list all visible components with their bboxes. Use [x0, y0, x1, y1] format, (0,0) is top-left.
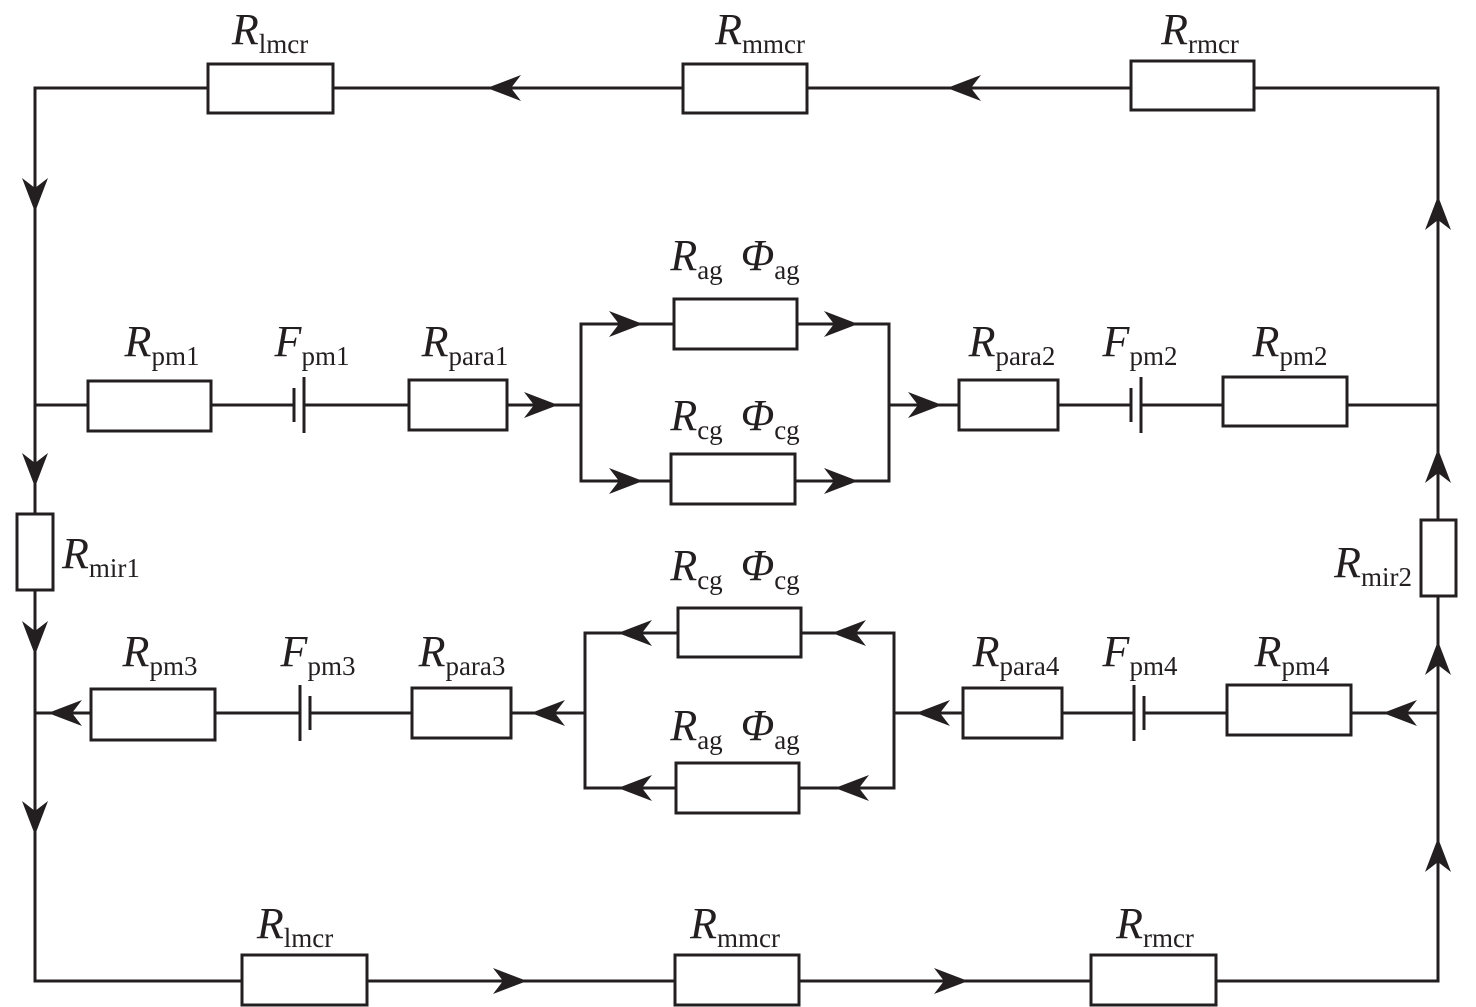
arrow-down-icon	[22, 801, 48, 835]
wire-segment	[1214, 86, 1440, 983]
arrow-left-icon	[487, 75, 521, 101]
arrow-up-icon	[1425, 449, 1451, 483]
label-bot-rmcr: Rrmcr	[1115, 899, 1194, 953]
resistor-bot-rmcr	[1089, 953, 1218, 1007]
mmf-source-fpm4	[1132, 685, 1146, 741]
label-mir1: Rmir1	[61, 529, 140, 583]
arrow-left-icon	[618, 775, 652, 801]
resistor-cg-upper	[669, 452, 797, 506]
resistor-para1	[407, 378, 509, 432]
wire-segment	[797, 631, 896, 790]
resistor-bot-lmcr	[240, 953, 369, 1007]
label-pm4: Rpm4	[1254, 627, 1330, 681]
resistor-top-mmcr	[681, 62, 809, 115]
arrow-left-icon	[618, 620, 652, 646]
arrow-right-icon	[493, 968, 527, 994]
label-bot-mmcr: Rmmcr	[689, 899, 780, 953]
arrow-right-icon	[824, 311, 858, 337]
arrow-right-icon	[609, 468, 643, 494]
resistor-top-rmcr	[1129, 59, 1256, 112]
resistor-ag-upper	[672, 297, 799, 351]
label-bot-lmcr: Rlmcr	[256, 899, 333, 953]
resistor-ag-lower	[674, 761, 801, 815]
arrow-right-icon	[524, 392, 558, 418]
resistor-para4	[961, 686, 1064, 740]
arrow-down-icon	[22, 178, 48, 212]
label-pm1: Rpm1	[124, 317, 200, 371]
wire-segment	[33, 86, 210, 982]
arrow-right-icon	[824, 468, 858, 494]
label-para4: Rpara4	[972, 627, 1060, 681]
label-pm2: Rpm2	[1252, 317, 1328, 371]
wire-segment	[583, 631, 678, 790]
mmf-sources	[292, 377, 1146, 741]
label-fpm3: Fpm3	[280, 627, 356, 681]
label-fpm4: Fpm4	[1102, 627, 1178, 681]
arrow-right-icon	[908, 392, 942, 418]
arrow-left-icon	[947, 75, 981, 101]
label-top-mmcr: Rmmcr	[714, 5, 805, 59]
arrow-left-icon	[1383, 700, 1417, 726]
resistor-top-lmcr	[206, 62, 335, 115]
arrow-down-icon	[22, 453, 48, 487]
label-fpm1: Fpm1	[274, 317, 350, 371]
label-pm3: Rpm3	[122, 627, 198, 681]
arrow-down-icon	[22, 621, 48, 655]
resistor-pm3	[89, 687, 217, 742]
label-top-rmcr: Rrmcr	[1160, 5, 1239, 59]
mmf-source-fpm3	[298, 685, 312, 741]
resistor-pm2	[1221, 375, 1349, 428]
arrow-right-icon	[609, 311, 643, 337]
label-para3: Rpara3	[418, 627, 506, 681]
resistor-cg-lower	[676, 606, 803, 659]
label-mir2: Rmir2	[1333, 538, 1412, 592]
resistors	[15, 59, 1458, 1007]
label-top-lmcr: Rlmcr	[231, 5, 308, 59]
wires	[33, 86, 1440, 983]
wire-segment	[33, 711, 244, 983]
mmf-source-fpm1	[292, 377, 306, 433]
arrow-left-icon	[531, 700, 565, 726]
label-fpm2: Fpm2	[1102, 317, 1178, 371]
resistor-para2	[957, 378, 1060, 432]
arrow-left-icon	[832, 620, 866, 646]
arrow-up-icon	[1425, 641, 1451, 675]
resistor-bot-mmcr	[673, 953, 801, 1007]
resistor-pm1	[86, 379, 213, 433]
arrow-up-icon	[1425, 196, 1451, 230]
mmf-source-fpm2	[1129, 377, 1143, 433]
resistor-pm4	[1225, 683, 1353, 737]
arrow-up-icon	[1425, 838, 1451, 872]
arrow-left-icon	[916, 700, 950, 726]
label-para2: Rpara2	[968, 317, 1056, 371]
label-para1: Rpara1	[421, 317, 509, 371]
resistor-para3	[410, 686, 513, 740]
resistor-mir2	[1419, 518, 1458, 598]
arrow-right-icon	[934, 968, 968, 994]
arrow-left-icon	[48, 700, 82, 726]
resistor-mir1	[15, 512, 55, 592]
wire-segment	[793, 322, 891, 483]
arrow-left-icon	[835, 775, 869, 801]
flux-arrows	[22, 75, 1451, 994]
